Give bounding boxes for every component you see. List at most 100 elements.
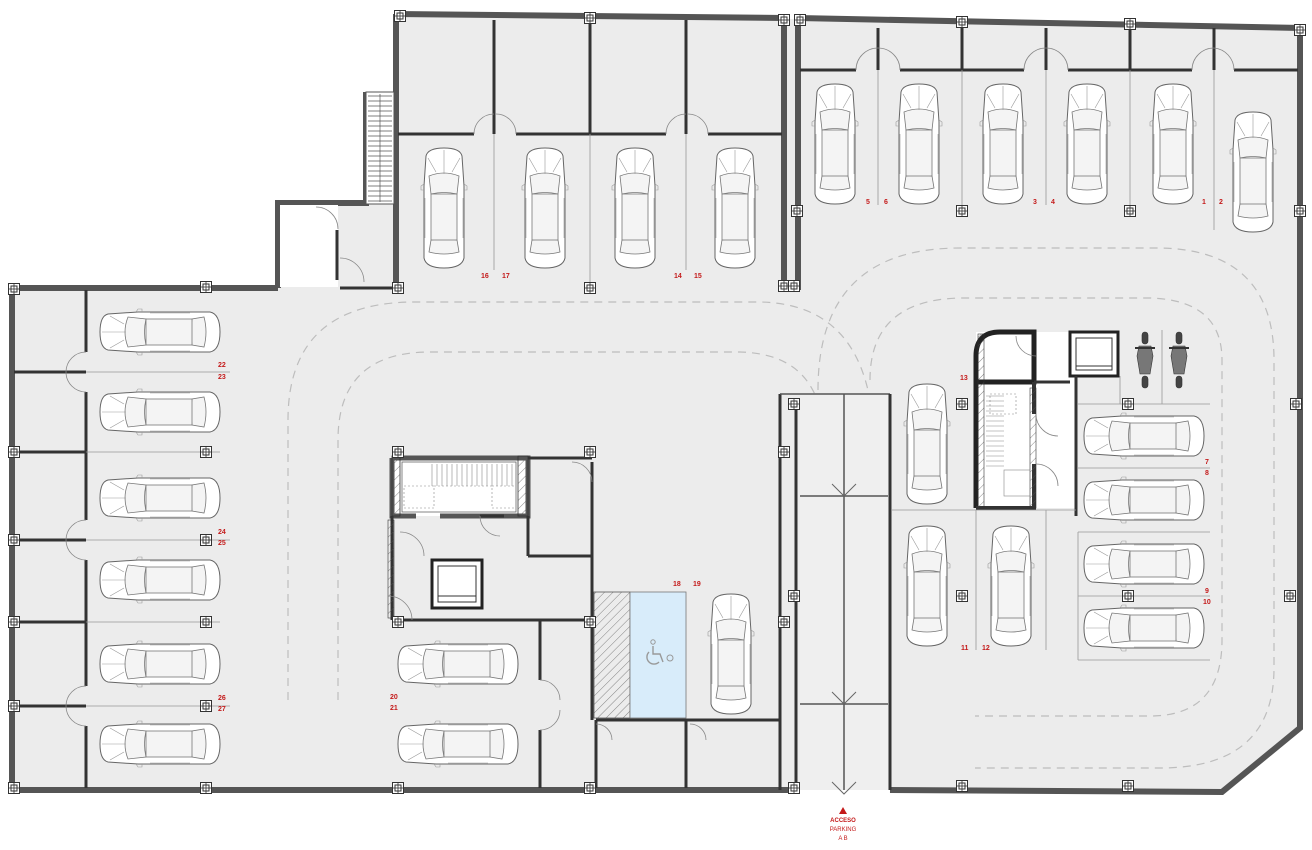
space-label-13: 13 [960,375,968,382]
space-labels: 1 2 3 4 5 6 7 8 9 10 11 12 13 14 15 16 1… [218,199,1223,713]
space-label-20: 20 [390,694,398,701]
car [99,388,221,436]
space-label-24: 24 [218,529,226,536]
column [778,446,790,458]
car [811,83,859,205]
right-core [892,329,1210,661]
column [8,283,20,295]
column [584,282,596,294]
space-label-10: 10 [1203,599,1211,606]
car [707,593,755,715]
column [956,780,968,792]
space-label-1: 1 [1202,199,1206,206]
space-label-14: 14 [674,273,682,280]
car [979,83,1027,205]
space-label-23: 23 [218,374,226,381]
space-label-27: 27 [218,706,226,713]
column [788,280,800,292]
car [903,383,951,505]
space-label-21: 21 [390,705,398,712]
column [8,782,20,794]
space-label-5: 5 [866,199,870,206]
car [611,147,659,269]
car [1083,412,1205,460]
column [1294,24,1306,36]
column [1294,205,1306,217]
column [1284,590,1296,602]
column [8,534,20,546]
space-label-25: 25 [218,540,226,547]
column [392,616,404,628]
accessible-bay [593,591,687,719]
column [1124,205,1136,217]
column [8,446,20,458]
column [394,10,406,22]
column [584,782,596,794]
center-core [387,455,780,788]
column [200,700,212,712]
column [778,616,790,628]
car [1083,540,1205,588]
column [392,782,404,794]
column [200,782,212,794]
column [788,782,800,794]
car [99,640,221,688]
column [8,700,20,712]
space-label-6: 6 [884,199,888,206]
column [956,398,968,410]
space-label-4: 4 [1051,199,1055,206]
column [791,205,803,217]
space-label-12: 12 [982,645,990,652]
stairs-icon [365,91,395,205]
column [788,398,800,410]
column [788,590,800,602]
column [392,282,404,294]
car [711,147,759,269]
car [1083,476,1205,524]
car [397,640,519,688]
car [1063,83,1111,205]
access-label-line3: A B [838,836,847,842]
space-label-19: 19 [693,581,701,588]
car [521,147,569,269]
column [956,205,968,217]
space-label-3: 3 [1033,199,1037,206]
column [1122,780,1134,792]
space-label-9: 9 [1205,588,1209,595]
car [895,83,943,205]
column [200,534,212,546]
car [99,474,221,522]
space-label-15: 15 [694,273,702,280]
space-label-7: 7 [1205,459,1209,466]
left-garages [14,290,230,788]
column [584,12,596,24]
space-label-17: 17 [502,273,510,280]
column [200,446,212,458]
space-label-26: 26 [218,695,226,702]
car [1083,604,1205,652]
car [1149,83,1197,205]
car [397,720,519,768]
top-right-garages [800,28,1298,230]
column [1290,398,1302,410]
accessible-icon [646,639,674,665]
access-label-line1: ACCESO [830,818,856,824]
column [8,616,20,628]
column [200,616,212,628]
car [99,720,221,768]
column [1122,590,1134,602]
column [392,446,404,458]
space-label-16: 16 [481,273,489,280]
column [956,590,968,602]
car [99,308,221,356]
space-label-2: 2 [1219,199,1223,206]
column [200,281,212,293]
column [778,14,790,26]
space-label-18: 18 [673,581,681,588]
column [584,446,596,458]
column [956,16,968,28]
car [420,147,468,269]
access-label: ACCESO PARKING A B [830,807,857,842]
entry-vestibule [280,205,365,287]
